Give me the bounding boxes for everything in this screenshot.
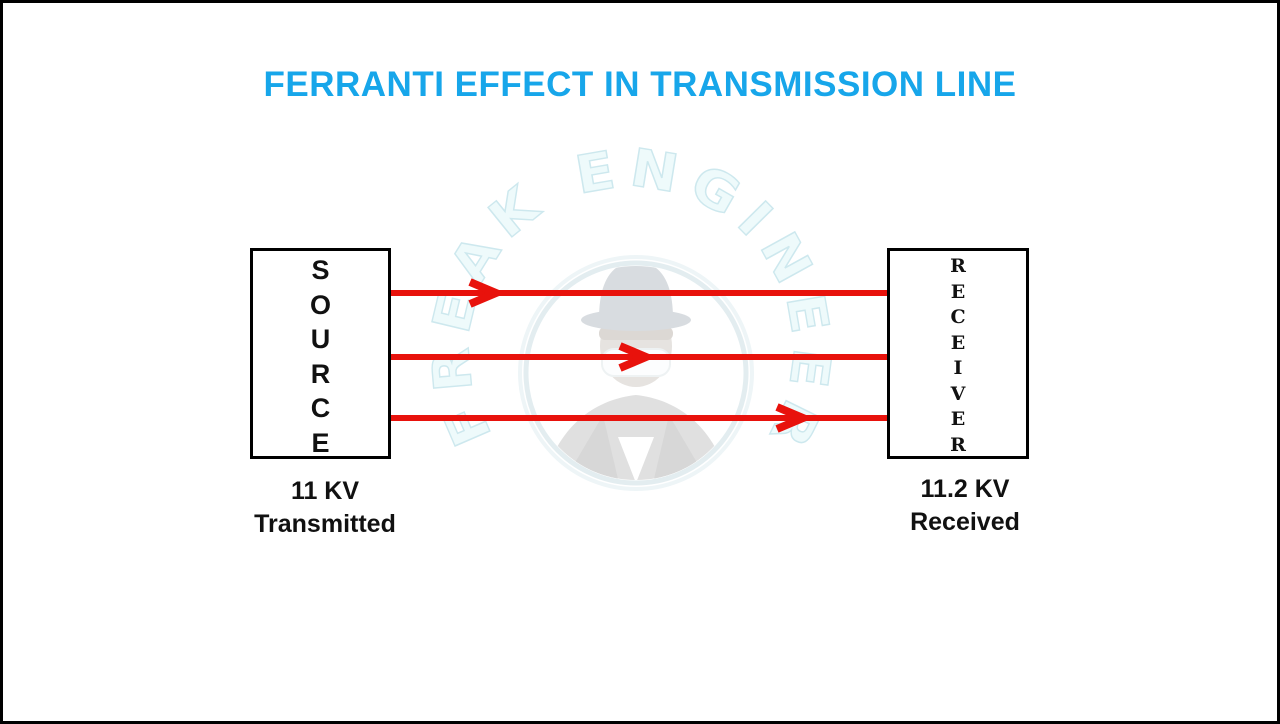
source-box-label: SOURCE — [309, 255, 331, 458]
watermark-figure — [543, 266, 729, 480]
watermark-text: FREAK ENGINEER — [420, 138, 841, 465]
watermark-outer-ring — [518, 255, 754, 491]
arrowhead-1-icon — [468, 278, 507, 308]
arrowhead-2-icon — [618, 342, 657, 372]
source-voltage-value: 11 KV — [290, 477, 360, 505]
source-box: SOURCE — [250, 248, 391, 459]
receiver-voltage-label: Received — [910, 508, 1020, 536]
receiver-box: RECEIVER — [887, 248, 1029, 459]
receiver-voltage-value: 11.2 KV — [920, 475, 1010, 503]
receiver-box-label: RECEIVER — [950, 255, 966, 456]
source-caption: 11 KV Transmitted — [220, 475, 430, 541]
watermark: FREAK ENGINEER — [420, 137, 841, 491]
watermark-ring — [523, 260, 749, 486]
page-title: FERRANTI EFFECT IN TRANSMISSION LINE — [263, 65, 1017, 104]
receiver-caption: 11.2 KV Received — [860, 473, 1070, 539]
transmission-lines — [388, 278, 891, 433]
source-voltage-label: Transmitted — [254, 510, 396, 538]
arrowhead-3-icon — [775, 403, 814, 433]
